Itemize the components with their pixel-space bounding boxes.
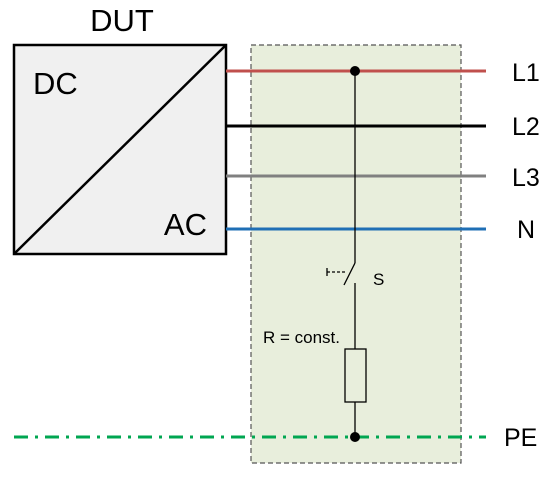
- switch-s: [326, 262, 356, 290]
- junction-dot-l1: [350, 66, 360, 76]
- dc-label: DC: [33, 66, 78, 101]
- label-l1: L1: [512, 59, 540, 87]
- dut-box: [12, 43, 228, 256]
- ac-label: AC: [164, 207, 207, 242]
- junction-dot-pe: [350, 432, 360, 442]
- test-zone: [250, 44, 462, 464]
- switch-label: S: [373, 270, 384, 289]
- label-pe: PE: [504, 424, 537, 452]
- resistor-label: R = const.: [263, 328, 340, 347]
- label-l2: L2: [512, 113, 540, 141]
- label-l3: L3: [512, 164, 540, 192]
- converter-diagonal: [13, 44, 227, 255]
- label-n: N: [517, 216, 535, 244]
- dut-title: DUT: [90, 3, 154, 38]
